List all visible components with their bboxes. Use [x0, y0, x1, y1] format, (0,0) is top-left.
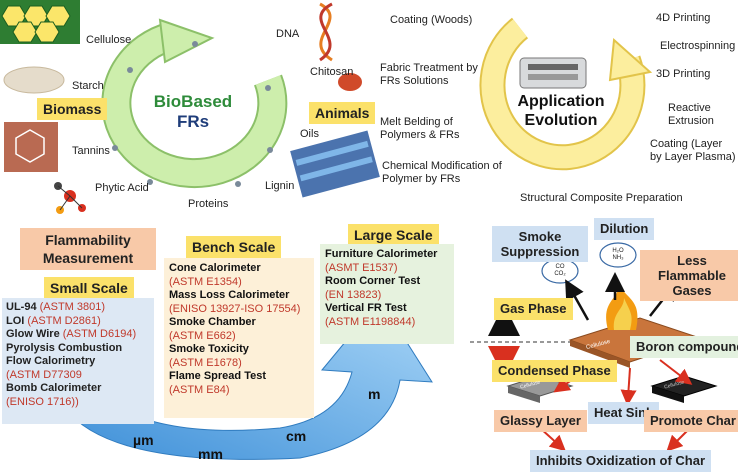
- tannin-structure-image: [4, 122, 58, 172]
- application-center-line1: Application: [517, 93, 605, 110]
- large-test-std: (EN 13823): [325, 288, 382, 301]
- bench-scale-tag: Bench Scale: [186, 236, 282, 258]
- biobased-ring: [101, 18, 288, 189]
- app-electrospinning: Electrospinning: [660, 40, 736, 52]
- bench-test-name: Mass Loss Calorimeter: [169, 289, 290, 301]
- large-scale-tag: Large Scale: [348, 224, 439, 246]
- starch-label: Starch: [72, 80, 104, 92]
- cellulose-label: Cellulose: [86, 34, 132, 46]
- app-reactive-extrusion: Reactive Extrusion: [668, 102, 714, 127]
- dna-helix-image: [319, 2, 333, 62]
- large-test-name: Vertical FR Test: [325, 302, 407, 314]
- large-test-std: (ASTM E1198844): [325, 315, 416, 328]
- large-test-std: (ASMT E1537): [325, 261, 398, 274]
- bench-test-name: Cone Calorimeter: [169, 262, 261, 274]
- dna-label: DNA: [276, 28, 300, 40]
- dilution-tag: Dilution: [594, 218, 655, 240]
- phytic-acid-molecule-image: [54, 182, 86, 214]
- application-center-title: Application Evolution: [506, 92, 616, 130]
- promote-char-tag: Promote Char: [644, 410, 738, 432]
- unit-millimeter: mm: [198, 446, 223, 462]
- bench-test-std: (ASTM E84): [169, 383, 230, 396]
- lignin-structure-image: [290, 130, 380, 198]
- unit-micrometer: µm: [133, 432, 154, 448]
- unit-meter: m: [368, 386, 381, 402]
- animals-tag: Animals: [309, 102, 376, 124]
- unit-centimeter: cm: [286, 428, 307, 444]
- glassy-layer-tag: Glassy Layer: [494, 410, 587, 432]
- cloud1-line1: CO: [555, 264, 565, 270]
- heat-sink-tag: Heat Sink: [588, 402, 660, 424]
- cloud-co-text: CO CO₂: [548, 264, 572, 278]
- small-scale-test: Bomb Calorimeter(ENISO 1716)): [6, 382, 102, 408]
- gas-phase-tag: Gas Phase: [494, 298, 573, 320]
- app-coating-woods: Coating (Woods): [390, 14, 473, 26]
- oils-label: Oils: [300, 128, 319, 140]
- small-scale-box: UL-94 (ASTM 3801) LOI (ASTM D2861) Glow …: [2, 298, 154, 424]
- large-test-name: Room Corner Test: [325, 275, 421, 287]
- large-scale-box: Furniture Calorimeter (ASMT E1537) Room …: [320, 244, 454, 344]
- bench-test-std: (ENISO 13927-ISO 17554): [169, 302, 301, 315]
- cloud2-line2: NH₃: [612, 255, 624, 261]
- starch-powder-image: [3, 66, 65, 94]
- boron-compounds-tag: Boron compounds: [630, 336, 738, 358]
- bench-test-std: (ASTM E1354): [169, 275, 242, 288]
- small-scale-test: Glow Wire (ASTM D6194): [6, 328, 137, 340]
- scale-arrow: [64, 299, 433, 460]
- app-fabric-treatment: Fabric Treatment by FRs Solutions: [380, 62, 478, 87]
- inhibits-oxidization-tag: Inhibits Oxidization of Char: [530, 450, 711, 472]
- biobased-center-line2: FRs: [176, 112, 210, 131]
- lignin-label: Lignin: [265, 180, 295, 192]
- cloud1-line2: CO₂: [554, 271, 566, 277]
- biobased-center-line1: BioBased: [153, 92, 233, 111]
- biobased-center-title: BioBased FRs: [150, 92, 236, 132]
- application-ring: [479, 17, 653, 171]
- app-3d-printing: 3D Printing: [656, 68, 711, 80]
- bench-test-name: Flame Spread Test: [169, 370, 266, 382]
- small-scale-test: Pyrolysis Combustion Flow Calorimetry(AS…: [6, 341, 123, 381]
- crab-image: [338, 73, 362, 91]
- bench-test-std: (ASTM E662): [169, 329, 236, 342]
- small-scale-tag: Small Scale: [44, 277, 134, 299]
- small-scale-test: LOI (ASTM D2861): [6, 314, 101, 327]
- extruder-illustration: [519, 57, 587, 89]
- application-center-line2: Evolution: [524, 112, 598, 129]
- proteins-label: Proteins: [188, 198, 229, 210]
- app-structural-composite: Structural Composite Preparation: [520, 192, 683, 204]
- app-coating-lbl: Coating (Layer by Layer Plasma): [650, 138, 736, 163]
- condensed-phase-tag: Condensed Phase: [492, 360, 617, 382]
- chitosan-label: Chitosan: [310, 66, 354, 78]
- large-test-name: Furniture Calorimeter: [325, 248, 438, 260]
- app-chemical-modification: Chemical Modification of Polymer by FRs: [382, 160, 502, 185]
- biomass-tag: Biomass: [37, 98, 108, 120]
- flammability-title: Flammability Measurement: [20, 228, 156, 270]
- cloud-h2o-text: H₂O NH₃: [606, 248, 630, 262]
- bench-test-std: (ASTM E1678): [169, 356, 242, 369]
- phytic-acid-label: Phytic Acid: [95, 182, 149, 194]
- less-flammable-gases-tag: Less Flammable Gases: [640, 250, 738, 301]
- bench-scale-box: Cone Calorimeter (ASTM E1354) Mass Loss …: [164, 258, 314, 418]
- bench-test-name: Smoke Chamber: [169, 316, 256, 328]
- cloud2-line1: H₂O: [612, 248, 624, 254]
- small-scale-test: UL-94 (ASTM 3801): [6, 301, 106, 313]
- app-melt-belding: Melt Belding of Polymers & FRs: [380, 116, 460, 141]
- bench-test-name: Smoke Toxicity: [169, 343, 249, 355]
- smoke-suppression-tag: Smoke Suppression: [492, 226, 588, 262]
- cellulose-honeycomb-image: [0, 0, 80, 44]
- tannins-label: Tannins: [72, 145, 110, 157]
- app-4d-printing: 4D Printing: [656, 12, 711, 24]
